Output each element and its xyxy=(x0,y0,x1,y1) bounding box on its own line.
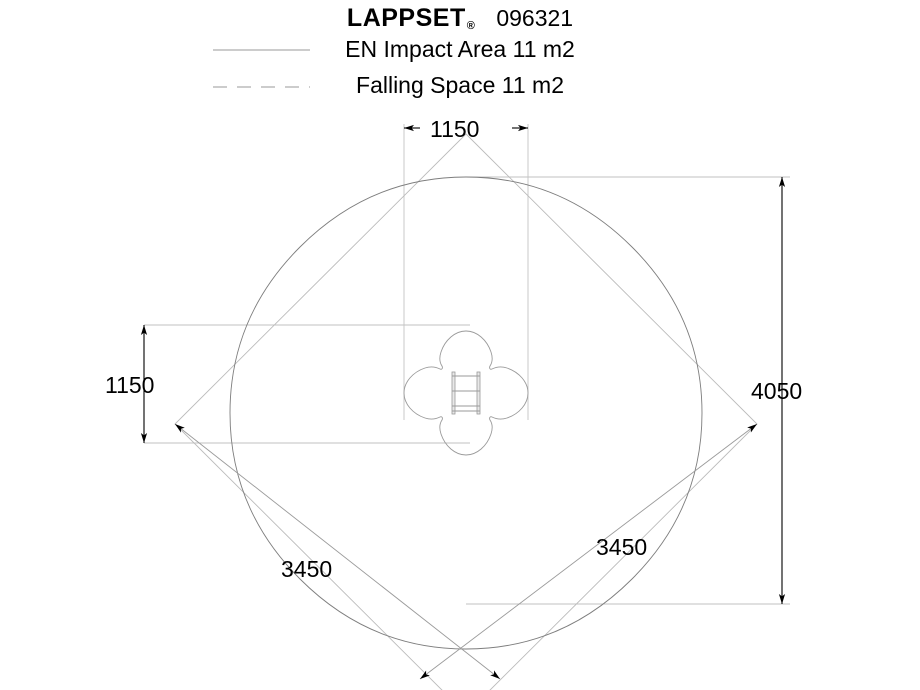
dimension-label-left-1150: 1150 xyxy=(105,372,155,398)
dimension-diagonals-3450 xyxy=(174,423,758,680)
equipment-body xyxy=(403,330,529,456)
dimension-label-top-1150: 1150 xyxy=(430,116,480,142)
ladder-rail-left xyxy=(451,371,456,415)
cross-shaped-spring-rider xyxy=(403,330,529,456)
dimension-line-diagonal-right xyxy=(419,423,758,680)
ladder-rail-right xyxy=(476,371,481,415)
dimension-label-diagonal-right-3450: 3450 xyxy=(596,534,648,560)
dimension-label-diagonal-left-3450: 3450 xyxy=(281,556,333,582)
falling-space-outline xyxy=(174,133,758,690)
dimension-label-right-4050: 4050 xyxy=(751,378,803,404)
legend-swatches xyxy=(213,49,310,88)
extension-lines xyxy=(144,124,790,605)
dimension-line-diagonal-left xyxy=(174,423,501,680)
